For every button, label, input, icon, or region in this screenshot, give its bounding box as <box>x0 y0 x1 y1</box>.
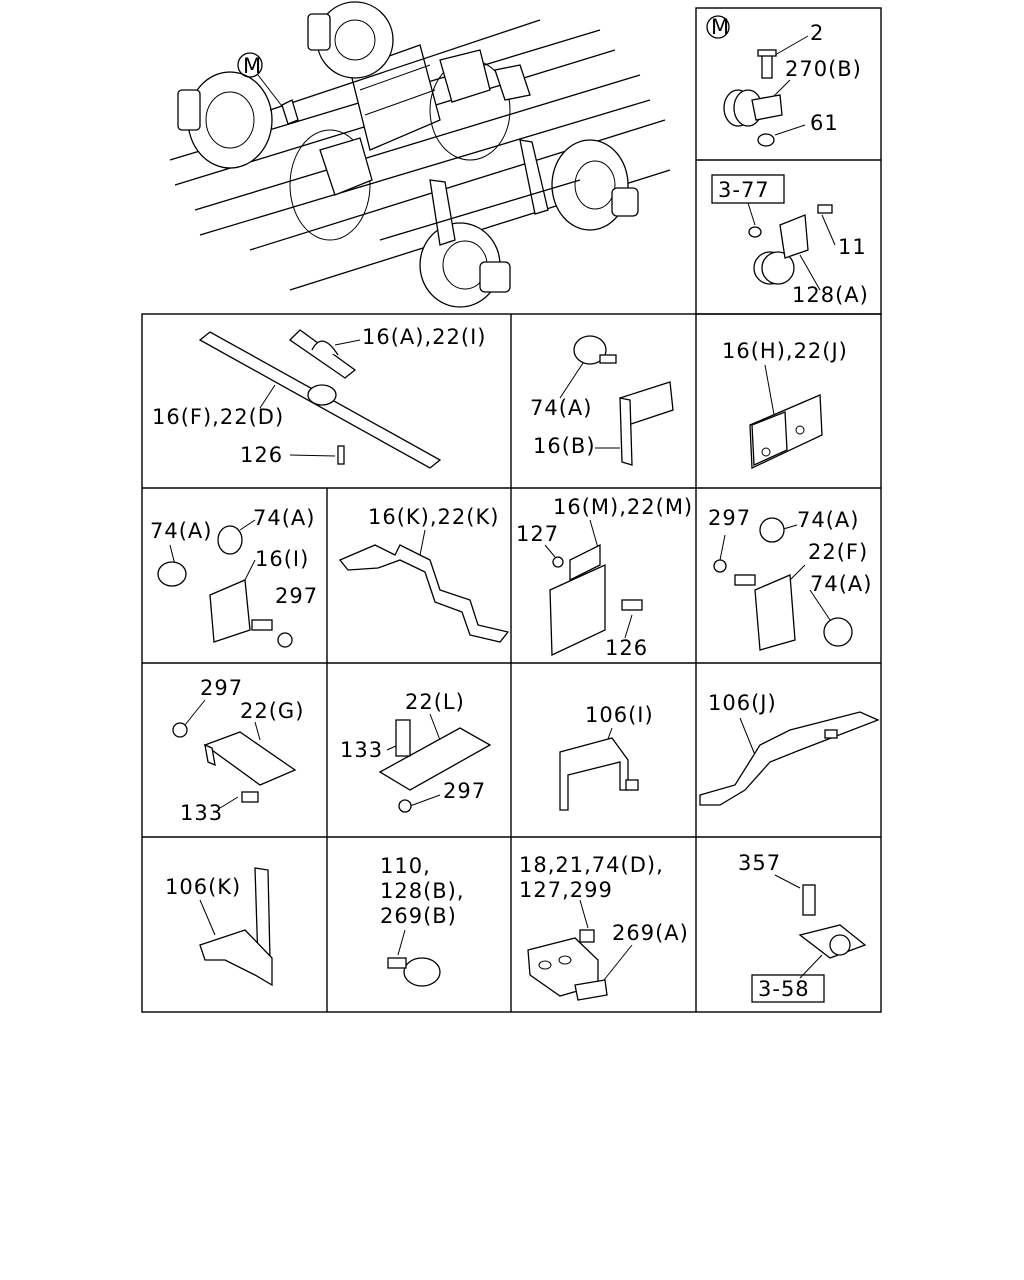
cell-bracket-16k: 16(K),22(K) <box>338 505 510 643</box>
svg-text:133: 133 <box>180 801 223 825</box>
svg-text:297: 297 <box>275 584 318 608</box>
clip-part <box>723 49 783 147</box>
svg-text:106(K): 106(K) <box>165 875 241 899</box>
cell-bracket-106i: 106(I) <box>559 703 654 811</box>
svg-text:74(A): 74(A) <box>253 506 315 530</box>
svg-text:74(A): 74(A) <box>810 572 872 596</box>
cell-bracket-22f: 297 74(A) 22(F) 74(A) <box>708 506 872 651</box>
svg-text:127: 127 <box>516 522 559 546</box>
svg-text:16(H),22(J): 16(H),22(J) <box>722 339 848 363</box>
svg-text:22(G): 22(G) <box>240 699 304 723</box>
svg-text:16(B): 16(B) <box>533 434 596 458</box>
svg-text:110,: 110, <box>380 854 431 878</box>
svg-text:16(I): 16(I) <box>255 547 309 571</box>
cell-ref-3-77: 3-77 11 128(A) <box>711 174 869 307</box>
cell-bracket-106j: 106(J) <box>699 691 880 806</box>
cell-bracket-22g: 297 22(G) 133 <box>172 676 304 825</box>
svg-text:128(B),: 128(B), <box>380 879 465 903</box>
cell-bracket-22l: 22(L) 133 297 <box>340 690 492 813</box>
svg-text:16(K),22(K): 16(K),22(K) <box>368 505 499 529</box>
cell-clamp-110: 110, 128(B), 269(B) <box>380 854 465 987</box>
svg-text:357: 357 <box>738 851 781 875</box>
svg-text:16(M),22(M): 16(M),22(M) <box>553 495 693 519</box>
svg-text:126: 126 <box>605 636 648 660</box>
svg-text:297: 297 <box>708 506 751 530</box>
cell-m-detail: M 2 270(B) 61 <box>706 15 862 147</box>
svg-text:11: 11 <box>838 235 867 259</box>
svg-text:74(A): 74(A) <box>150 519 212 543</box>
overview-marker-letter: M <box>243 54 262 78</box>
svg-text:127,299: 127,299 <box>519 878 613 902</box>
svg-text:74(A): 74(A) <box>797 508 859 532</box>
svg-text:61: 61 <box>810 111 839 135</box>
svg-text:269(A): 269(A) <box>612 921 689 945</box>
cell-bracket-16a: 16(A),22(I) 16(F),22(D) 126 <box>152 325 486 469</box>
cell-bracket-16h: 16(H),22(J) <box>722 339 848 470</box>
diagram-grid <box>141 7 882 1013</box>
svg-text:22(F): 22(F) <box>808 540 868 564</box>
cell-mount-18: 18,21,74(D), 127,299 269(A) <box>519 853 689 1001</box>
svg-text:18,21,74(D),: 18,21,74(D), <box>519 853 664 877</box>
svg-text:297: 297 <box>443 779 486 803</box>
tire-rear-left <box>419 222 511 308</box>
cell-bracket-16b: 74(A) 16(B) <box>530 335 674 466</box>
svg-text:133: 133 <box>340 738 383 762</box>
svg-text:270(B): 270(B) <box>785 57 862 81</box>
cell-bracket-106k: 106(K) <box>165 867 273 987</box>
svg-text:128(A): 128(A) <box>792 283 869 307</box>
cell-bracket-16i: 74(A) 74(A) 16(I) 297 <box>150 506 318 648</box>
clamp-part-128a <box>748 204 833 285</box>
cell-bracket-16m: 16(M),22(M) 127 126 <box>516 495 693 660</box>
svg-text:74(A): 74(A) <box>530 396 592 420</box>
tire-front-right <box>307 1 394 79</box>
svg-text:22(L): 22(L) <box>405 690 465 714</box>
svg-text:M: M <box>711 15 730 39</box>
ref-box-3-58 <box>751 974 825 1003</box>
svg-text:106(I): 106(I) <box>585 703 654 727</box>
chassis-overview-drawing: M <box>169 1 671 308</box>
svg-text:269(B): 269(B) <box>380 904 457 928</box>
svg-text:3-77: 3-77 <box>718 178 770 202</box>
svg-text:3-58: 3-58 <box>758 977 810 1001</box>
tire-front-left <box>177 71 273 169</box>
svg-text:106(J): 106(J) <box>708 691 777 715</box>
svg-text:2: 2 <box>810 21 824 45</box>
svg-text:297: 297 <box>200 676 243 700</box>
overview-marker-circle <box>237 52 263 78</box>
svg-text:126: 126 <box>240 443 283 467</box>
svg-text:16(F),22(D): 16(F),22(D) <box>152 405 284 429</box>
tire-rear-right <box>551 139 639 231</box>
cell-ref-3-58: 357 3-58 <box>738 851 867 1003</box>
svg-text:16(A),22(I): 16(A),22(I) <box>362 325 486 349</box>
